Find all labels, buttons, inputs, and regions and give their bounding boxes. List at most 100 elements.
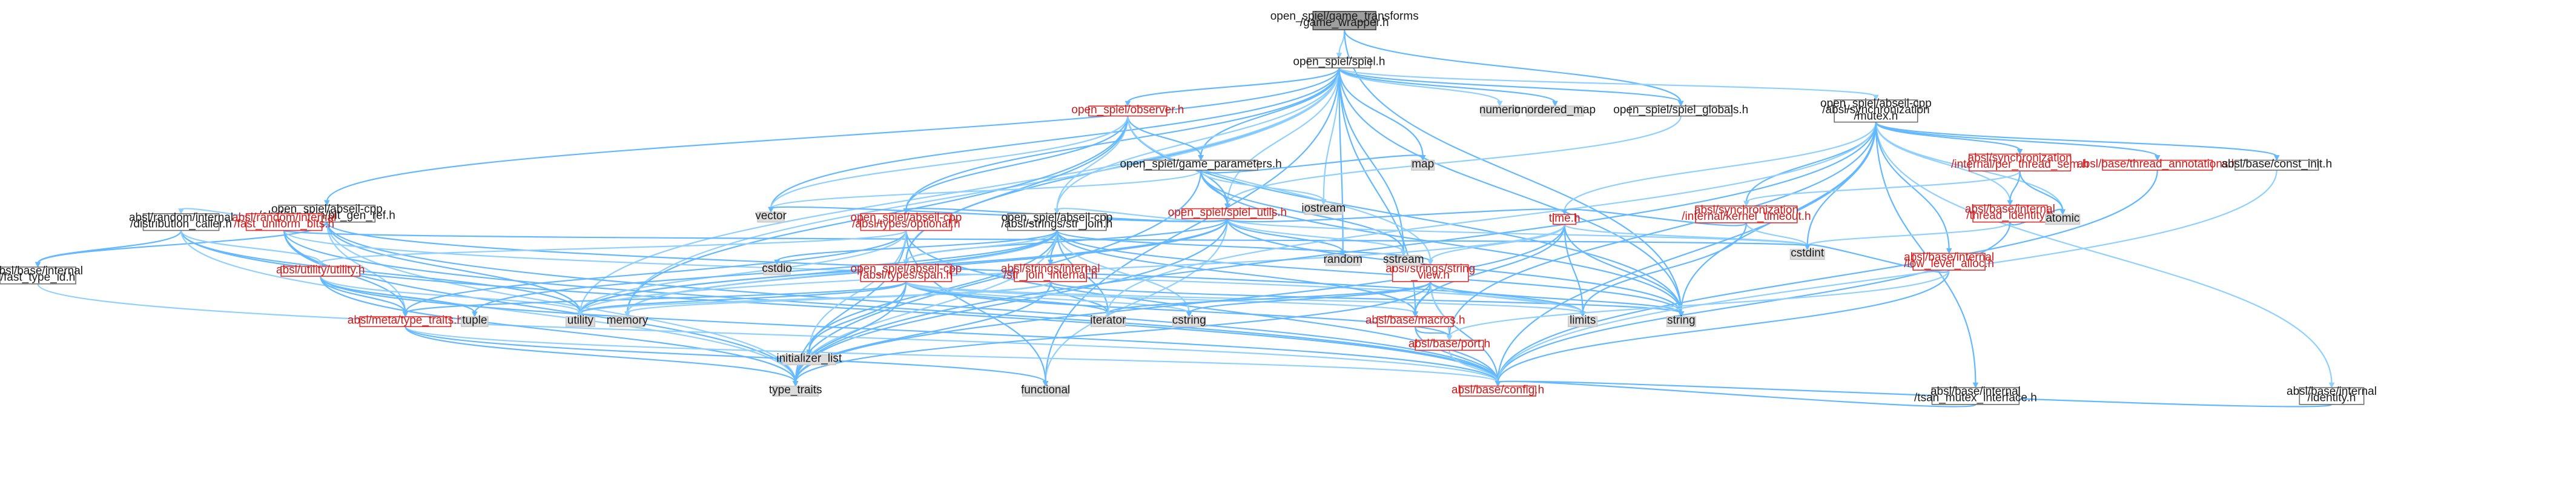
node-const-init[interactable]: absl/base/const_init.h: [2221, 157, 2332, 171]
node-label: /tsan_mutex_interface.h: [1914, 392, 2037, 405]
node-root[interactable]: open_spiel/game_transforms/game_wrapper.…: [1270, 10, 1419, 30]
node-low-level-alloc[interactable]: absl/base/internal/low_level_alloc.h: [1904, 251, 1994, 271]
node-label: absl/base/internal: [2287, 385, 2377, 398]
node-box: [772, 385, 819, 397]
edge-game_parameters-to-iostream: [1200, 170, 1327, 205]
node-observer[interactable]: open_spiel/observer.h: [1071, 104, 1184, 117]
node-label: iostream: [1301, 202, 1346, 214]
node-span[interactable]: open_spiel/abseil-cpp/absl/types/span.h: [851, 262, 962, 282]
node-box: [280, 265, 361, 277]
node-spiel[interactable]: open_spiel/spiel.h: [1293, 55, 1385, 68]
node-limits: limits: [1568, 314, 1598, 328]
node-label: cstring: [1172, 314, 1206, 327]
edge-distribution_caller-to-utility_h: [180, 230, 324, 267]
node-box: [1972, 205, 2048, 223]
edge-span-to-initializer_list: [806, 281, 907, 356]
node-identity[interactable]: absl/base/internal/identity.h: [2287, 385, 2377, 405]
node-utility-h[interactable]: absl/utility/utility.h: [276, 263, 365, 277]
node-label: absl/random/internal: [129, 211, 233, 224]
node-utility: utility: [565, 314, 595, 328]
node-mutex[interactable]: open_spiel/abseil-cpp/absl/synchronizati…: [1820, 97, 1932, 123]
node-box: [1304, 203, 1343, 215]
node-label: open_spiel/observer.h: [1071, 104, 1184, 116]
node-kernel-timeout[interactable]: absl/synchronization/internal/kernel_tim…: [1682, 203, 1811, 223]
node-cstdint: cstdint: [1789, 247, 1825, 260]
node-label: /identity.h: [2308, 392, 2356, 405]
node-box: [1912, 253, 1986, 271]
node-cstdio: cstdio: [762, 262, 792, 276]
node-label: functional: [1021, 383, 1070, 396]
node-tsan-mutex[interactable]: absl/base/internal/tsan_mutex_interface.…: [1914, 385, 2037, 405]
node-str-join-internal[interactable]: absl/strings/internal/str_join_internal.…: [1001, 262, 1100, 282]
node-box: [1568, 316, 1598, 328]
node-box: [1307, 57, 1372, 68]
node-box: [1312, 11, 1376, 30]
node-box: [2234, 159, 2319, 171]
node-atomic: atomic: [2045, 212, 2081, 225]
edge-thread_identity-to-cstdint: [1804, 222, 2011, 251]
node-memory: memory: [607, 314, 649, 328]
node-label: tuple: [462, 314, 487, 327]
edge-kernel_timeout-to-cstdint: [1745, 222, 1811, 251]
node-port[interactable]: absl/base/port.h: [1409, 338, 1490, 351]
node-label: open_spiel/abseil-cpp: [1001, 211, 1112, 224]
node-label: absl/synchronization: [1968, 152, 2072, 165]
node-spiel-globals[interactable]: open_spiel/spiel_globals.h: [1613, 104, 1748, 117]
node-game-parameters[interactable]: open_spiel/game_parameters.h: [1120, 157, 1282, 171]
node-box: [1022, 385, 1069, 397]
node-label: unordered_map: [1514, 104, 1596, 116]
edge-low_level_alloc-to-port: [1446, 269, 1950, 342]
node-iostream: iostream: [1301, 202, 1346, 215]
node-thread-annotations[interactable]: absl/base/thread_annotations.h: [2077, 157, 2237, 171]
node-label: initializer_list: [776, 352, 842, 365]
edge-spiel-to-bit_gen_ref: [324, 68, 1340, 207]
node-label: /fast_uniform_bits.h: [234, 217, 334, 230]
node-type-traits-h[interactable]: absl/meta/type_traits.h: [348, 314, 463, 328]
node-label: absl/base/macros.h: [1366, 314, 1465, 327]
node-label: utility: [567, 314, 594, 327]
node-distribution-caller[interactable]: absl/random/internal/distribution_caller…: [129, 211, 233, 231]
node-box: [609, 316, 646, 328]
node-per-thread-sem[interactable]: absl/synchronization/internal/per_thread…: [1951, 152, 2089, 172]
node-label: open_spiel/game_transforms: [1270, 10, 1419, 22]
node-box: [1526, 105, 1584, 117]
node-macros[interactable]: absl/base/macros.h: [1366, 314, 1465, 328]
edge-mutex-to-identity: [1875, 122, 2335, 389]
edge-spiel-to-mutex: [1338, 67, 1879, 101]
edge-string_view-to-cstring: [1186, 281, 1432, 318]
node-box: [2299, 387, 2365, 405]
node-label: cstdio: [762, 262, 792, 275]
edge-root-to-spiel: [1336, 30, 1346, 59]
node-box: [757, 211, 785, 223]
node-fast-uniform-bits[interactable]: absl/random/internal/fast_uniform_bits.h: [232, 211, 336, 231]
node-functional: functional: [1021, 383, 1070, 397]
node-fast-type-id[interactable]: absl/base/internal/fast_type_id.h: [0, 265, 83, 285]
node-optional[interactable]: open_spiel/abseil-cpp/absl/types/optiona…: [851, 211, 962, 231]
node-time[interactable]: time.h: [1549, 212, 1580, 225]
edge-mutex-to-time: [1561, 122, 1877, 216]
edge-spiel-to-spiel_globals: [1338, 67, 1684, 107]
edge-distribution_caller-to-type_traits: [180, 230, 799, 387]
node-iterator: iterator: [1090, 314, 1126, 328]
node-box: [1969, 153, 2072, 172]
edge-macros-to-config: [1415, 326, 1501, 387]
node-label: /absl/types/optional.h: [852, 217, 960, 230]
edge-game_parameters-to-map: [1200, 154, 1426, 174]
edge-time-to-macros: [1412, 224, 1565, 318]
node-label: open_spiel/abseil-cpp: [851, 262, 962, 275]
node-box: [1325, 255, 1361, 266]
node-label: /internal/per_thread_sem.h: [1951, 158, 2089, 171]
node-str-join[interactable]: open_spiel/abseil-cpp/absl/strings/str_j…: [1001, 211, 1112, 231]
edge-game_parameters-to-vector: [768, 170, 1202, 213]
node-box: [1376, 316, 1454, 328]
node-config[interactable]: absl/base/config.h: [1451, 383, 1544, 397]
edge-spiel-to-vector: [768, 68, 1340, 213]
node-spiel-utils[interactable]: open_spiel/spiel_utils.h: [1168, 206, 1287, 219]
node-tuple: tuple: [461, 314, 489, 328]
node-label: absl/utility/utility.h: [276, 263, 365, 276]
node-box: [359, 316, 452, 328]
node-thread-identity[interactable]: absl/base/internal/thread_identity.h: [1965, 203, 2055, 223]
node-label: /distribution_caller.h: [130, 217, 232, 230]
node-label: random: [1323, 253, 1362, 266]
